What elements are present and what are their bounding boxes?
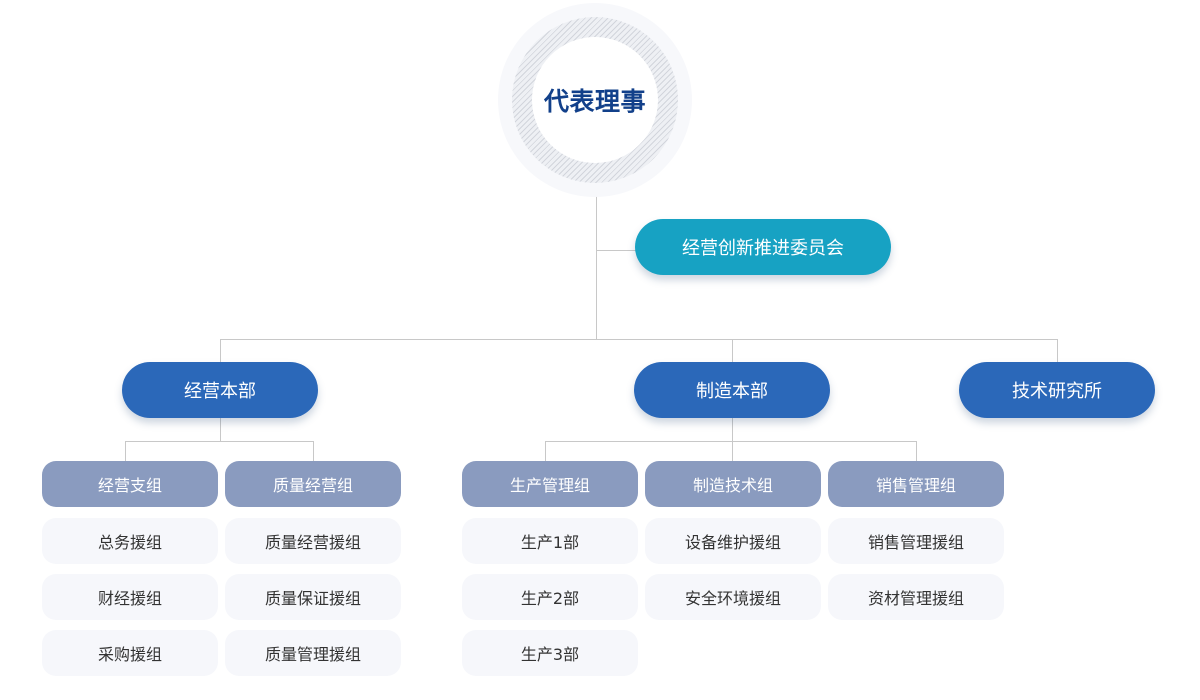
ceo-core: 代表理事 xyxy=(532,37,658,163)
division-node-research: 技术研究所 xyxy=(959,362,1155,418)
group-node-sales-management: 销售管理组 xyxy=(828,461,1004,507)
group-node-manufacturing-tech: 制造技术组 xyxy=(645,461,821,507)
team-node: 质量保证援组 xyxy=(225,574,401,620)
division-node-manufacturing: 制造本部 xyxy=(634,362,830,418)
group-node-production-management: 生产管理组 xyxy=(462,461,638,507)
division-node-business: 经营本部 xyxy=(122,362,318,418)
team-node: 采购援组 xyxy=(42,630,218,676)
team-node: 销售管理援组 xyxy=(828,518,1004,564)
ceo-node: 代表理事 xyxy=(498,3,692,197)
committee-node: 经营创新推进委员会 xyxy=(635,219,891,275)
team-node: 生产1部 xyxy=(462,518,638,564)
team-node: 质量经营援组 xyxy=(225,518,401,564)
team-node: 资材管理援组 xyxy=(828,574,1004,620)
group-node-quality-management: 质量经营组 xyxy=(225,461,401,507)
team-node: 财经援组 xyxy=(42,574,218,620)
team-node: 安全环境援组 xyxy=(645,574,821,620)
ceo-label: 代表理事 xyxy=(543,87,646,116)
team-node: 质量管理援组 xyxy=(225,630,401,676)
group-node-business-support: 经营支组 xyxy=(42,461,218,507)
team-node: 总务援组 xyxy=(42,518,218,564)
team-node: 生产2部 xyxy=(462,574,638,620)
team-node: 设备维护援组 xyxy=(645,518,821,564)
team-node: 生产3部 xyxy=(462,630,638,676)
